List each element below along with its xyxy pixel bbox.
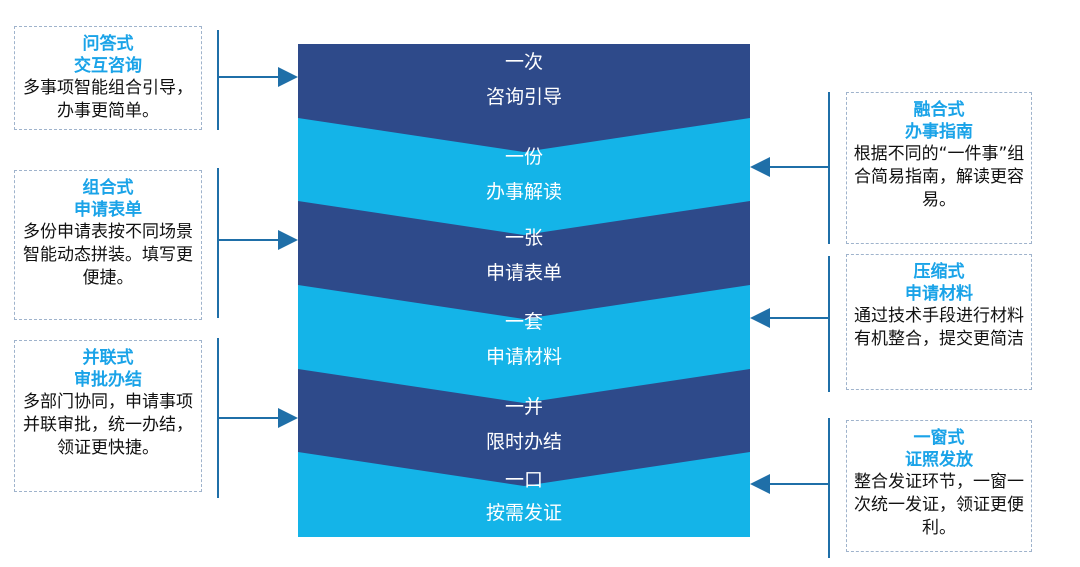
right-note-3-desc: 整合发证环节，一窗一次统一发证，领证更便利。 [854, 472, 1024, 538]
stage-4-line2: 申请材料 [485, 346, 562, 368]
left-note-2-title1: 组合式 [82, 178, 134, 198]
stage-1-block [298, 44, 750, 152]
stage-6-line2: 按需发证 [485, 502, 562, 524]
left-vline-2 [217, 168, 219, 318]
right-note-1-title1: 融合式 [913, 100, 965, 120]
stage-4-line1: 一套 [504, 311, 543, 333]
left-note-1-title2: 交互咨询 [74, 56, 142, 76]
stage-3-line2: 申请表单 [485, 262, 562, 284]
left-note-2-desc: 多份申请表按不同场景智能动态拼装。填写更便捷。 [23, 222, 193, 288]
left-note-1: 问答式 交互咨询 多事项智能组合引导，办事更简单。 [14, 26, 202, 130]
stage-2-block [298, 118, 750, 235]
stage-6-label: 一口 按需发证 [298, 465, 750, 528]
stage-4-block [298, 285, 750, 403]
left-note-3-desc: 多部门协同，申请事项并联审批，统一办结，领证更快捷。 [23, 392, 193, 458]
left-note-3-title2: 审批办结 [74, 370, 142, 390]
left-vline-1 [217, 30, 219, 130]
right-note-2-title1: 压缩式 [913, 262, 965, 282]
right-note-3: 一窗式 证照发放 整合发证环节，一窗一次统一发证，领证更便利。 [846, 420, 1032, 552]
stage-1-line1: 一次 [504, 51, 543, 73]
stage-2-line2: 办事解读 [485, 181, 562, 203]
left-note-3-title1: 并联式 [82, 348, 134, 368]
stage-4-label: 一套 申请材料 [298, 307, 750, 372]
right-note-3-title1: 一窗式 [913, 428, 965, 448]
stage-6-block [298, 452, 750, 537]
stage-2-line1: 一份 [504, 146, 543, 168]
left-vline-3 [217, 338, 219, 498]
left-note-3: 并联式 审批办结 多部门协同，申请事项并联审批，统一办结，领证更快捷。 [14, 340, 202, 492]
stage-5-label: 一并 限时办结 [298, 392, 750, 457]
right-note-2-desc: 通过技术手段进行材料有机整合，提交更简洁 [854, 306, 1024, 349]
stage-5-line1: 一并 [504, 396, 543, 418]
right-note-2: 压缩式 申请材料 通过技术手段进行材料有机整合，提交更简洁 [846, 254, 1032, 390]
stage-3-label: 一张 申请表单 [298, 223, 750, 288]
left-note-1-desc: 多事项智能组合引导，办事更简单。 [23, 78, 193, 121]
stage-2-label: 一份 办事解读 [298, 142, 750, 207]
left-note-2: 组合式 申请表单 多份申请表按不同场景智能动态拼装。填写更便捷。 [14, 170, 202, 320]
right-note-2-title2: 申请材料 [905, 284, 973, 304]
right-note-1-title2: 办事指南 [905, 122, 973, 142]
right-note-1-desc: 根据不同的“一件事”组合简易指南，解读更容易。 [853, 144, 1025, 210]
right-note-1: 融合式 办事指南 根据不同的“一件事”组合简易指南，解读更容易。 [846, 92, 1032, 244]
stage-6-line1: 一口 [504, 469, 543, 491]
right-note-3-title2: 证照发放 [905, 450, 973, 470]
stage-3-block [298, 201, 750, 319]
right-vline-1 [828, 92, 830, 244]
stage-1-label: 一次 咨询引导 [298, 47, 750, 112]
right-vline-3 [828, 418, 830, 558]
stage-1-line2: 咨询引导 [485, 86, 562, 108]
stage-5-block [298, 369, 750, 486]
stage-3-line1: 一张 [504, 227, 543, 249]
left-note-1-title1: 问答式 [82, 34, 134, 54]
left-note-2-title2: 申请表单 [74, 200, 142, 220]
stage-5-line2: 限时办结 [485, 431, 562, 453]
right-vline-2 [828, 256, 830, 392]
